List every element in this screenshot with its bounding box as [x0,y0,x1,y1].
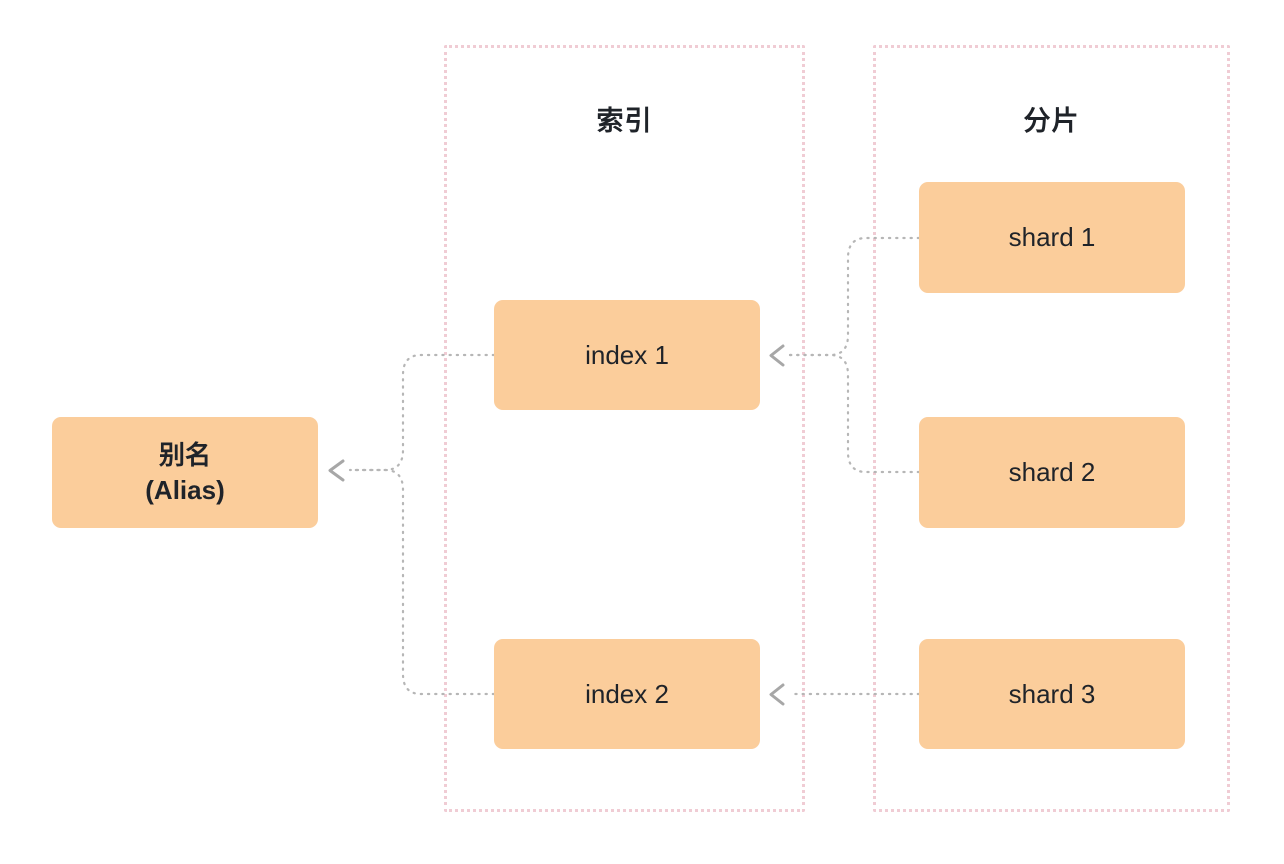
node-shard-3-label: shard 3 [1008,678,1096,709]
node-index-1-label: index 1 [585,339,669,370]
node-alias[interactable]: 别名 (Alias) [52,417,318,528]
node-shard-1-label: shard 1 [1008,222,1096,253]
node-index-2-label: index 2 [585,678,669,709]
node-shard-3[interactable]: shard 3 [919,639,1185,749]
group-shard-title: 分片 [1023,106,1080,136]
node-index-2[interactable]: index 2 [494,639,760,749]
node-index-1[interactable]: index 1 [494,300,760,410]
node-alias-label: 别名 (Alias) [145,440,225,505]
node-shard-2[interactable]: shard 2 [919,417,1185,528]
node-shard-1[interactable]: shard 1 [919,182,1185,293]
arrowhead-alias [328,459,345,482]
group-index-title: 索引 [596,106,653,136]
node-shard-2-label: shard 2 [1008,457,1096,488]
